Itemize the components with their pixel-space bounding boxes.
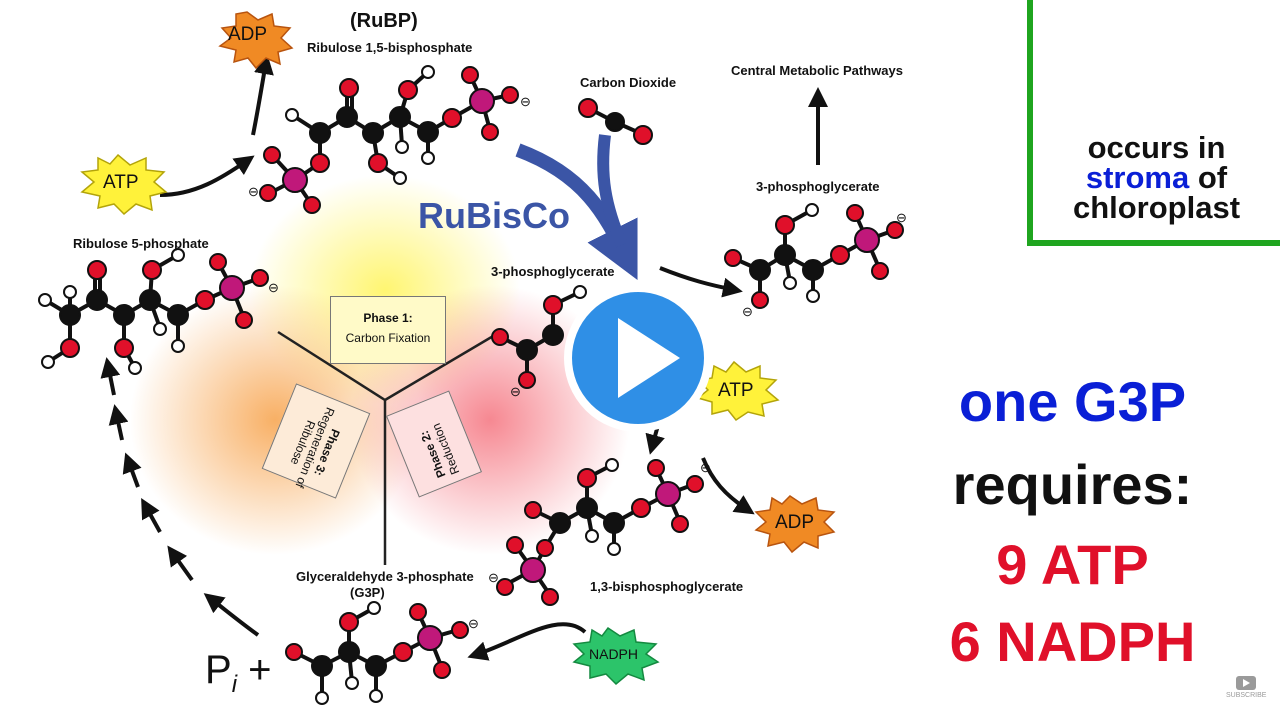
rubp-label: Ribulose 1,5-bisphosphate [307, 40, 473, 55]
requirement-line-1: one G3P [958, 370, 1187, 433]
ru5p-molecule [38, 248, 269, 375]
g3p-abbreviation: (G3P) [350, 585, 385, 600]
info-stroma: stroma [1085, 160, 1190, 195]
phase1-name: Carbon Fixation [345, 331, 431, 345]
rubp-abbreviation: (RuBP) [350, 10, 418, 32]
phase1-title: Phase 1: [363, 311, 413, 325]
atp-right-label: ATP [718, 380, 754, 401]
requirement-line-2: requires: [952, 453, 1193, 516]
central-pathways-label: Central Metabolic Pathways [731, 63, 903, 78]
ru5p-label: Ribulose 5-phosphate [73, 236, 209, 251]
pi-plus: + [248, 648, 272, 692]
inorganic-phosphate-label: Pi + [205, 648, 272, 699]
pi-subscript: i [231, 671, 238, 698]
co2-molecule [578, 98, 653, 145]
phase-dividers [277, 330, 501, 565]
charge-rubp-right: ⊖ [520, 94, 531, 109]
chloroplast-info-box: occurs in stroma of chloroplast [1027, 0, 1280, 246]
bpg-label: 1,3-bisphosphoglycerate [590, 579, 744, 594]
atp-left-label: ATP [103, 172, 139, 193]
youtube-icon [1236, 676, 1256, 690]
charge-pga-center: ⊖ [510, 384, 521, 399]
info-line-1: occurs in [1087, 130, 1226, 165]
adp-top-label: ADP [228, 24, 268, 45]
rubp-molecule [259, 65, 519, 214]
play-button[interactable] [564, 284, 712, 432]
charge-pga-right: ⊖ [896, 210, 907, 225]
pga-right-label: 3-phosphoglycerate [756, 179, 880, 194]
pga-right-molecule [724, 203, 904, 309]
charge-ru5p: ⊖ [268, 280, 279, 295]
phase1-box: Phase 1: Carbon Fixation [330, 296, 446, 364]
info-line-3: chloroplast [1072, 190, 1241, 225]
adp-right-burst [754, 495, 836, 554]
info-of: of [1197, 160, 1228, 195]
bpg-molecule [496, 458, 704, 606]
charge-bpg-left: ⊖ [488, 570, 499, 585]
g3p-molecule [285, 601, 469, 705]
charge-bpg-right: ⊖ [700, 460, 711, 475]
charge-pga-right-carboxyl: ⊖ [742, 304, 753, 319]
charge-g3p: ⊖ [468, 616, 479, 631]
pi-p: P [205, 648, 232, 692]
cycle-arrows [100, 54, 828, 661]
adp-right-label: ADP [775, 512, 815, 533]
charge-rubp-left: ⊖ [248, 184, 259, 199]
requirement-atp: 9 ATP [996, 533, 1149, 596]
g3p-label: Glyceraldehyde 3-phosphate [296, 569, 474, 584]
adp-top-burst [218, 11, 294, 70]
pga-center-label: 3-phosphoglycerate [491, 264, 615, 279]
co2-label: Carbon Dioxide [580, 75, 677, 90]
info-line-2: stroma of [1033, 162, 1280, 193]
atp-left-burst [80, 153, 168, 216]
pga-center-molecule [491, 285, 587, 389]
subscribe-watermark[interactable]: SUBSCRIBE [1226, 692, 1267, 699]
co2-arrow [597, 134, 628, 248]
requirement-nadph: 6 NADPH [949, 610, 1196, 673]
nadph-label: NADPH [589, 646, 639, 662]
nadph-burst [572, 626, 660, 686]
rubisco-enzyme-label: RuBisCo [418, 195, 570, 236]
